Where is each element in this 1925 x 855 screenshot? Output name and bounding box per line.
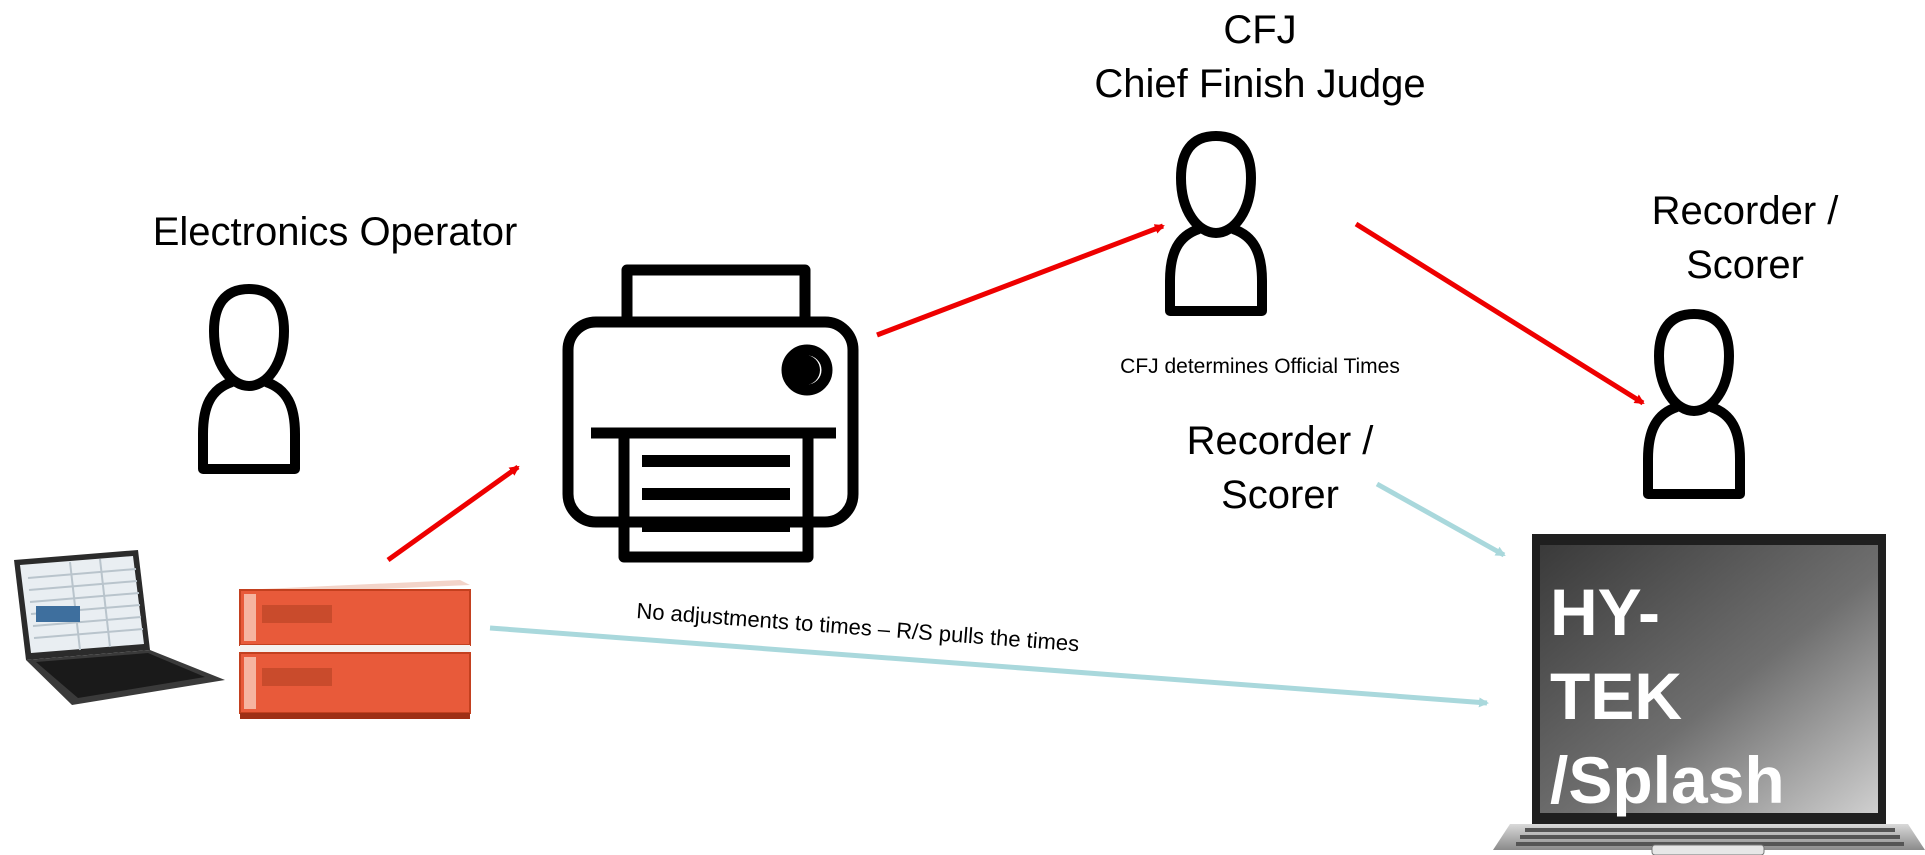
recorder-scorer-mid-label: Recorder / Scorer <box>1186 419 1374 517</box>
direct-path-annotation: No adjustments to times – R/S pulls the … <box>636 598 1080 656</box>
arrow-console-to-software <box>489 625 1489 708</box>
arrow-printer-to-cfj <box>876 223 1165 338</box>
timing-console-icon <box>239 580 471 719</box>
cfj-abbreviation: CFJ <box>1223 8 1297 52</box>
printer-status-light <box>781 344 833 396</box>
recorder-scorer-top-label: Recorder / Scorer <box>1651 189 1839 287</box>
electronics-operator-person-icon <box>198 284 300 474</box>
recorder-scorer-person-icon <box>1643 309 1745 499</box>
cfj-note: CFJ determines Official Times <box>1120 355 1400 378</box>
electronics-operator-label: Electronics Operator <box>152 210 518 254</box>
cfj-full-title: Chief Finish Judge <box>1094 62 1426 106</box>
timing-laptop-icon <box>14 550 225 705</box>
hytek-splash-screen-text: HY-TEK /Splash <box>1550 575 1785 817</box>
hytek-splash-laptop-icon <box>1493 534 1925 855</box>
arrow-console-to-printer <box>386 464 520 563</box>
printer-icon <box>562 264 859 563</box>
cfj-label: CFJ Chief Finish Judge <box>1080 3 1440 111</box>
arrow-recorder-to-software <box>1375 481 1506 558</box>
arrow-cfj-to-recorder <box>1354 221 1645 406</box>
cfj-person-icon <box>1165 131 1267 316</box>
